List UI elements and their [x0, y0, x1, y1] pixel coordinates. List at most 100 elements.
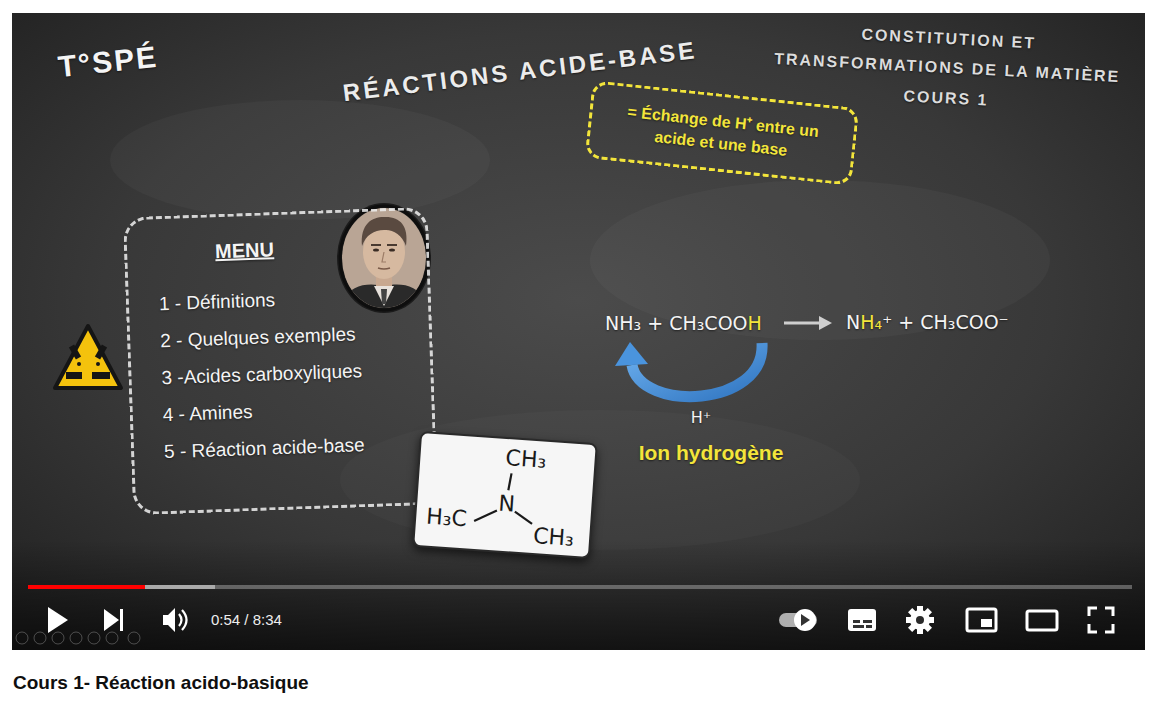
- bronsted-portrait: [340, 206, 428, 310]
- equation-character: H: [933, 311, 947, 333]
- bronsted-portrait: [373, 248, 379, 251]
- menu-item: 4 - Amines: [162, 387, 416, 433]
- reaction-arrow: [784, 316, 832, 330]
- proton-transfer-arrow: [615, 342, 648, 366]
- bronsted-portrait: [381, 289, 387, 304]
- ion-name: Ion hydrogène: [639, 440, 784, 465]
- equation-character: ⁺: [882, 311, 892, 333]
- player-controls: [863, 620, 872, 623]
- player-controls: [906, 606, 934, 634]
- bronsted-portrait: [371, 244, 397, 246]
- equation-character: O: [733, 312, 748, 334]
- chalkboard: [12, 13, 1145, 650]
- player-controls: [908, 608, 932, 632]
- equation-character: C: [669, 312, 682, 334]
- exchanged-ion: H⁺: [691, 408, 711, 427]
- menu-item: 2 - Quelques exemples: [160, 313, 414, 359]
- equation-character: O: [984, 311, 999, 333]
- player-controls: [866, 625, 872, 628]
- methyl-group: CH₃: [505, 445, 547, 474]
- equation-character: +: [898, 311, 914, 333]
- player-controls: [106, 632, 118, 644]
- equation-character: ₃: [697, 312, 705, 334]
- equation-character: ⁻: [999, 311, 1009, 333]
- chalkboard: [12, 13, 1145, 650]
- menu-item: 3 -Acides carboxyliques: [161, 350, 415, 396]
- player-controls: [128, 632, 140, 644]
- menu-item: 1 - Définitions: [158, 276, 412, 322]
- nitrogen-atom: N: [497, 491, 515, 518]
- bronsted-portrait: [338, 285, 430, 312]
- equation-character: H: [682, 312, 696, 334]
- player-controls: [1027, 611, 1057, 630]
- methyl-group: CH₃: [532, 523, 574, 552]
- player-controls: [48, 607, 68, 633]
- bronsted-portrait: [338, 206, 430, 312]
- equation-character: +: [647, 312, 663, 334]
- player-controls: [801, 614, 810, 626]
- player-controls: [981, 619, 992, 627]
- corrosive-hazard-sign: [92, 372, 110, 379]
- equation-character: N: [846, 311, 860, 333]
- products-equation: NH₄⁺ + CH₃COO⁻: [846, 311, 1009, 334]
- reaction-arrow: [819, 316, 832, 330]
- equation-character: H: [619, 312, 633, 334]
- equation-character: H: [860, 311, 874, 333]
- player-controls: [848, 609, 876, 631]
- chemical-bond: [474, 509, 497, 523]
- corrosive-hazard-sign: [77, 362, 81, 366]
- equation-character: ₄: [875, 311, 883, 333]
- bronsted-portrait: [378, 268, 390, 269]
- player-controls: [70, 632, 82, 644]
- bronsted-portrait: [340, 206, 430, 310]
- player-controls: [182, 610, 187, 630]
- chemical-bond: [514, 512, 533, 524]
- corrosive-hazard-sign: [55, 326, 121, 388]
- chemical-bond: [508, 473, 511, 490]
- reaction-arrow: [784, 322, 821, 325]
- menu-heading: MENU: [157, 232, 411, 265]
- corrosive-hazard-sign: [69, 344, 81, 359]
- corrosive-hazard-sign: [95, 344, 107, 359]
- methyl-group: H₃C: [425, 504, 467, 533]
- bronsted-portrait: [374, 286, 394, 306]
- equation-character: C: [920, 311, 933, 333]
- player-controls: [28, 585, 145, 589]
- equation-character: C: [704, 312, 717, 334]
- bronsted-portrait: [337, 203, 431, 313]
- player-controls: [104, 609, 119, 631]
- player-controls: [916, 616, 924, 624]
- equation-character: [892, 311, 898, 333]
- player-controls: [910, 610, 930, 630]
- player-controls: [88, 632, 100, 644]
- corrosive-hazard-sign: [96, 362, 100, 366]
- proton-transfer-arrow: [632, 343, 762, 397]
- playback-time: 0:54 / 8:34: [211, 611, 282, 629]
- player-controls: [908, 608, 932, 632]
- definition-text: = Échange de H⁺ entre un acide et une ba…: [619, 100, 825, 166]
- equation-character: H: [748, 312, 762, 334]
- bronsted-portrait: [337, 203, 431, 313]
- player-controls: [853, 620, 860, 623]
- equation-character: N: [605, 312, 619, 334]
- bronsted-portrait: [389, 248, 395, 251]
- reactants-equation: NH₃ + CH₃COOH: [605, 312, 762, 335]
- menu-item: 5 - Réaction acide-base: [163, 424, 417, 470]
- proton-transfer-arrow: [615, 342, 762, 397]
- equation-character: C: [955, 311, 968, 333]
- player-controls: [853, 625, 864, 628]
- player-controls: [967, 609, 996, 631]
- equation-character: [914, 311, 920, 333]
- equation-character: [641, 312, 647, 334]
- player-controls: [794, 609, 816, 631]
- menu-panel: MENU 1 - Définitions2 - Quelques exemples…: [123, 207, 438, 515]
- player-controls: [179, 614, 182, 626]
- molecule-card: CH₃ N H₃C CH₃: [412, 431, 598, 559]
- player-controls: [52, 632, 64, 644]
- player-controls: [163, 608, 175, 632]
- player-controls: [28, 585, 1132, 589]
- corrosive-hazard-sign: [66, 372, 82, 379]
- bronsted-portrait: [362, 217, 407, 246]
- player-controls: [28, 585, 215, 589]
